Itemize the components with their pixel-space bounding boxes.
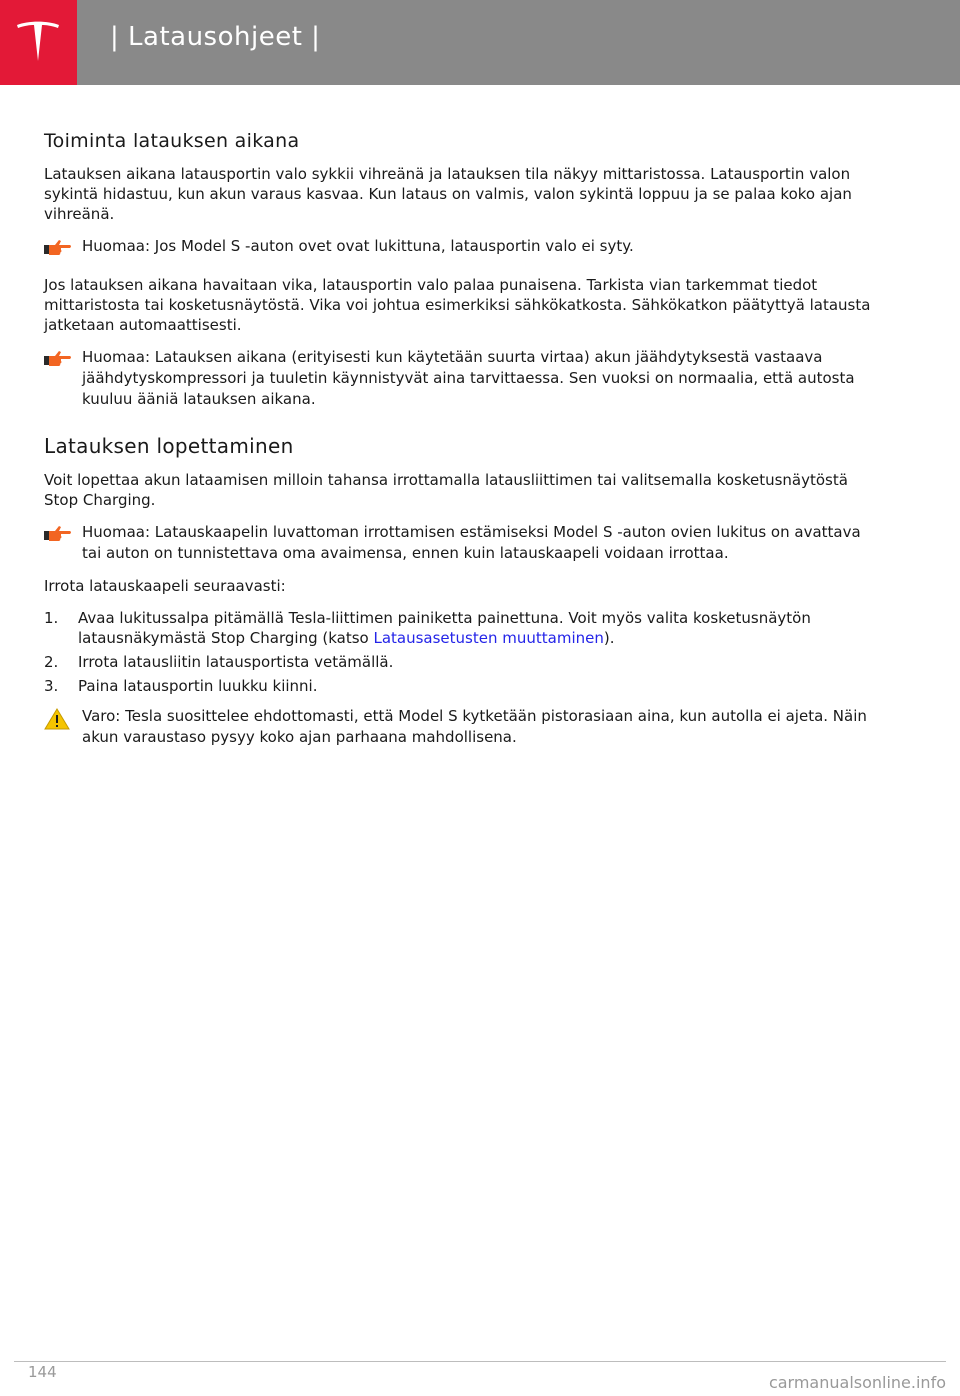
list-item: 1. Avaa lukitussalpa pitämällä Tesla-lii… [44, 608, 874, 648]
footer-divider [14, 1361, 946, 1362]
step-number: 1. [44, 609, 59, 627]
pointing-hand-icon [44, 351, 71, 366]
note-text: Huomaa: Latauksen aikana (erityisesti ku… [82, 348, 855, 408]
paragraph: Latauksen aikana latausportin valo sykki… [44, 165, 852, 223]
chapter-title: | Latausohjeet | [110, 22, 321, 52]
step-number: 3. [44, 677, 59, 695]
warning-text: Varo: Tesla suosittelee ehdottomasti, et… [82, 707, 867, 746]
step-text: Irrota latausliitin latausportista vetäm… [78, 653, 394, 671]
link-latausasetusten-muuttaminen[interactable]: Latausasetusten muuttaminen [373, 629, 604, 647]
page-number: 144 [28, 1363, 57, 1381]
step-text: Paina latausportin luukku kiinni. [78, 677, 318, 695]
step-text: Avaa lukitussalpa pitämällä Tesla-liitti… [78, 609, 811, 647]
pointing-hand-icon [44, 240, 71, 255]
step-number: 2. [44, 653, 59, 671]
page-header: | Latausohjeet | [0, 0, 960, 85]
tesla-logo-icon [17, 21, 59, 61]
watermark: carmanualsonline.info [768, 1373, 946, 1392]
page-content: Toiminta latauksen aikana Latauksen aika… [44, 130, 874, 766]
section-heading: Toiminta latauksen aikana [44, 130, 300, 152]
warning-block: Varo: Tesla suosittelee ehdottomasti, et… [44, 706, 874, 748]
note-block: Huomaa: Latauskaapelin luvattoman irrott… [44, 522, 874, 564]
list-item: 2. Irrota latausliitin latausportista ve… [44, 652, 874, 672]
list-item: 3. Paina latausportin luukku kiinni. [44, 676, 874, 696]
pointing-hand-icon [44, 526, 71, 541]
note-block: Huomaa: Jos Model S -auton ovet ovat luk… [44, 236, 874, 257]
paragraph: Jos latauksen aikana havaitaan vika, lat… [44, 276, 871, 334]
step-text-end: ). [603, 629, 615, 647]
paragraph: Voit lopettaa akun lataamisen milloin ta… [44, 471, 848, 509]
brand-logo-box [0, 0, 77, 85]
warning-triangle-icon [44, 708, 70, 730]
note-block: Huomaa: Latauksen aikana (erityisesti ku… [44, 347, 874, 410]
note-text: Huomaa: Latauskaapelin luvattoman irrott… [82, 523, 861, 562]
section-heading: Latauksen lopettaminen [44, 434, 294, 458]
paragraph: Irrota latauskaapeli seuraavasti: [44, 577, 286, 595]
steps-list: 1. Avaa lukitussalpa pitämällä Tesla-lii… [44, 608, 874, 696]
note-text: Huomaa: Jos Model S -auton ovet ovat luk… [82, 237, 634, 255]
